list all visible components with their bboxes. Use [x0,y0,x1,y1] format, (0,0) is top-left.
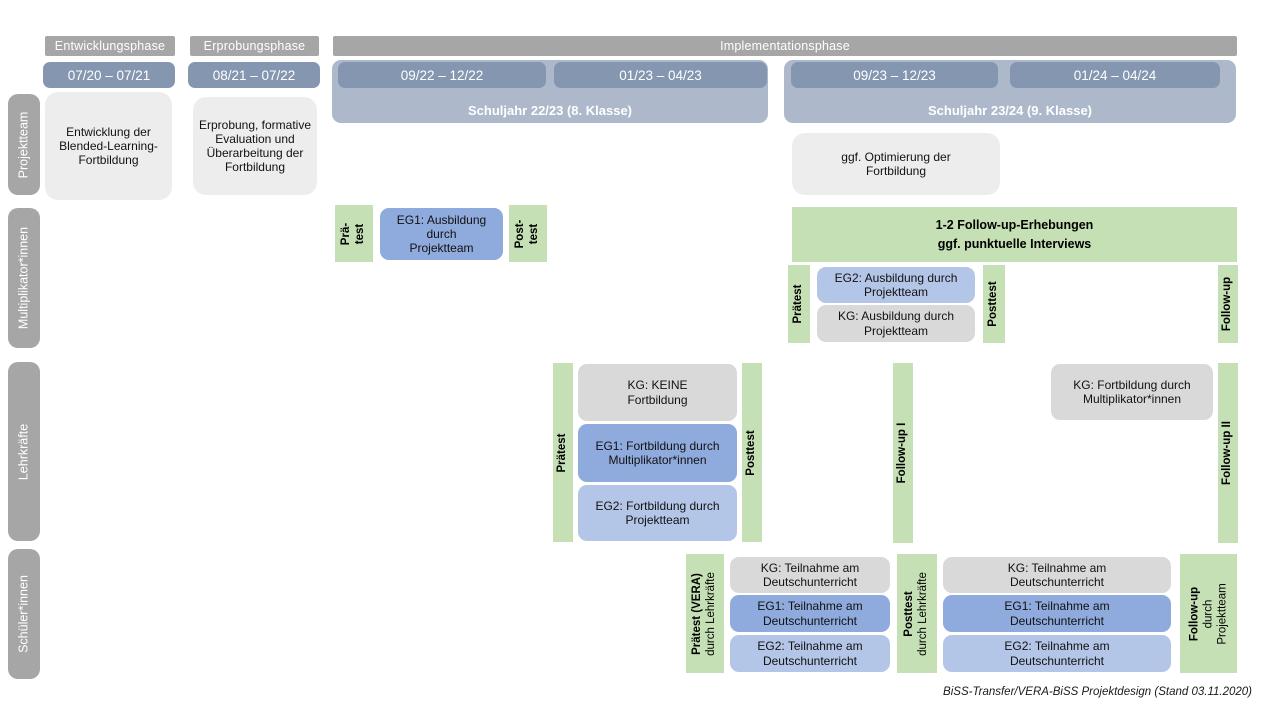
marker-post-test-line2: test [528,223,540,244]
box-eg1-ausbildung-text: EG1: Ausbildung durch Projektteam [396,212,487,256]
box-eg1-fortbildung-text: EG1: Fortbildung durch Multiplikator*inn… [595,438,720,467]
marker-posttest-lehrkraefte: Posttest [742,363,762,542]
row-label-projektteam: Projektteam [8,94,40,195]
box-kg-ausbildung-text: KG: Ausbildung durch Projektteam [837,309,955,338]
marker-followup-1-text: Follow-up I [896,422,909,484]
box-eg2-teilnahme-1: EG2: Teilnahme am Deutschunterricht [730,635,890,672]
box-kg-keine-fortbildung: KG: KEINE Fortbildung [578,364,737,421]
marker-prae-test-line1: Prä- [340,222,353,245]
marker-praetest-multiplikator: Prätest [788,265,810,343]
banner-line1: 1-2 Follow-up-Erhebungen [935,217,1094,232]
phase-header-erprobungsphase: Erprobungsphase [190,36,319,56]
marker-followup-dp-line2: durch [1201,599,1214,628]
row-label-multiplikatorinnen: Multiplikator*innen [8,208,40,348]
box-eg2-teilnahme-2: EG2: Teilnahme am Deutschunterricht [943,635,1171,672]
marker-prae-test: Prä- test [335,205,373,262]
marker-posttest-multiplikator-text: Posttest [987,281,1000,327]
box-eg2-ausbildung: EG2: Ausbildung durch Projektteam [817,267,975,303]
marker-praetest-vera: Prätest (VERA) durch Lehrkräfte [686,554,724,673]
marker-followup-multiplikator-text: Follow-up [1221,276,1234,332]
box-eg1-teilnahme-2: EG1: Teilnahme am Deutschunterricht [943,595,1171,632]
box-eg2-teilnahme-1-text: EG2: Teilnahme am Deutschunterricht [757,639,863,668]
banner-line2: ggf. punktuelle Interviews [937,236,1092,251]
box-kg-keine-fortbildung-text: KG: KEINE Fortbildung [627,378,688,407]
marker-posttest-dl-line2: durch Lehrkräfte [917,571,929,656]
marker-posttest-dl-line1: Posttest [903,590,916,637]
marker-post-test-line1: Post- [514,219,527,248]
box-eg1-teilnahme-1: EG1: Teilnahme am Deutschunterricht [730,595,890,632]
row-label-projektteam-text: Projektteam [16,111,31,178]
box-kg-ausbildung: KG: Ausbildung durch Projektteam [817,305,975,342]
box-optimierung-text: ggf. Optimierung der Fortbildung [841,149,951,178]
marker-followup-2-text: Follow-up II [1221,421,1234,485]
marker-followup-multiplikator: Follow-up [1218,265,1238,343]
row-label-lehrkraefte: Lehrkräfte [8,362,40,541]
marker-post-test: Post- test [509,205,547,262]
marker-followup-dp-line3: Projektteam [1215,582,1228,645]
marker-posttest-multiplikator: Posttest [983,265,1005,343]
row-label-schuelerinnen: Schüler*innen [8,549,40,679]
period-0922-1222: 09/22 – 12/22 [338,62,546,88]
box-eg2-fortbildung-text: EG2: Fortbildung durch Projektteam [595,498,720,527]
diagram-caption: BiSS-Transfer/VERA-BiSS Projektdesign (S… [943,686,1252,698]
row-label-schuelerinnen-text: Schüler*innen [16,575,31,653]
schoolyear-label-2324: Schuljahr 23/24 (9. Klasse) [927,103,1093,118]
box-optimierung-fortbildung: ggf. Optimierung der Fortbildung [792,133,1000,195]
box-kg-fortbildung-multiplikator-text: KG: Fortbildung durch Multiplikator*inne… [1073,377,1191,406]
box-eg2-ausbildung-text: EG2: Ausbildung durch Projektteam [834,270,958,299]
box-entwicklung-blended-learning: Entwicklung der Blended-Learning-Fortbil… [45,92,172,200]
box-kg-teilnahme-2-text: KG: Teilnahme am Deutschunterricht [1007,560,1107,589]
box-kg-teilnahme-1-text: KG: Teilnahme am Deutschunterricht [760,560,860,589]
banner-followup-erhebungen: 1-2 Follow-up-Erhebungen ggf. punktuelle… [792,207,1237,262]
box-erprobung-text: Erprobung, formative Evaluation und Über… [198,117,312,175]
box-kg-teilnahme-2: KG: Teilnahme am Deutschunterricht [943,557,1171,593]
box-eg2-teilnahme-2-text: EG2: Teilnahme am Deutschunterricht [1004,639,1110,668]
box-erprobung-evaluation: Erprobung, formative Evaluation und Über… [193,97,317,195]
marker-followup-durch-projektteam: Follow-up durch Projektteam [1180,554,1237,673]
box-eg2-fortbildung: EG2: Fortbildung durch Projektteam [578,485,737,541]
period-0123-0423: 01/23 – 04/23 [554,62,767,88]
row-label-multiplikatorinnen-text: Multiplikator*innen [16,226,31,330]
marker-praetest-lehrkraefte-text: Prätest [556,433,569,472]
marker-praetest-vera-line1: Prätest (VERA) [691,572,704,655]
period-0821-0722: 08/21 – 07/22 [188,62,320,88]
box-eg1-ausbildung: EG1: Ausbildung durch Projektteam [380,208,503,260]
period-0923-1223: 09/23 – 12/23 [791,62,998,88]
marker-praetest-vera-line2: durch Lehrkräfte [705,571,717,656]
box-eg1-teilnahme-1-text: EG1: Teilnahme am Deutschunterricht [757,599,863,628]
box-entwicklung-text: Entwicklung der Blended-Learning-Fortbil… [59,124,158,168]
marker-followup-1: Follow-up I [893,363,913,543]
marker-praetest-multiplikator-text: Prätest [792,284,805,324]
box-kg-fortbildung-multiplikator: KG: Fortbildung durch Multiplikator*inne… [1051,364,1213,420]
marker-posttest-lehrkraefte-text: Posttest [745,429,758,476]
phase-header-implementationsphase: Implementationsphase [333,36,1237,56]
marker-praetest-lehrkraefte: Prätest [553,363,573,542]
period-0124-0424: 01/24 – 04/24 [1010,62,1220,88]
box-eg1-teilnahme-2-text: EG1: Teilnahme am Deutschunterricht [1004,599,1110,628]
marker-posttest-durch-lehrkraefte: Posttest durch Lehrkräfte [897,554,937,673]
period-0720-0721: 07/20 – 07/21 [43,62,175,88]
phase-header-entwicklungsphase: Entwicklungsphase [45,36,175,56]
box-kg-teilnahme-1: KG: Teilnahme am Deutschunterricht [730,557,890,593]
box-eg1-fortbildung: EG1: Fortbildung durch Multiplikator*inn… [578,424,737,482]
schoolyear-label-2223: Schuljahr 22/23 (8. Klasse) [467,103,633,118]
marker-prae-test-line2: test [354,223,366,244]
marker-followup-dp-line1: Follow-up [1187,586,1200,641]
row-label-lehrkraefte-text: Lehrkräfte [16,423,31,480]
marker-followup-2: Follow-up II [1218,363,1238,543]
